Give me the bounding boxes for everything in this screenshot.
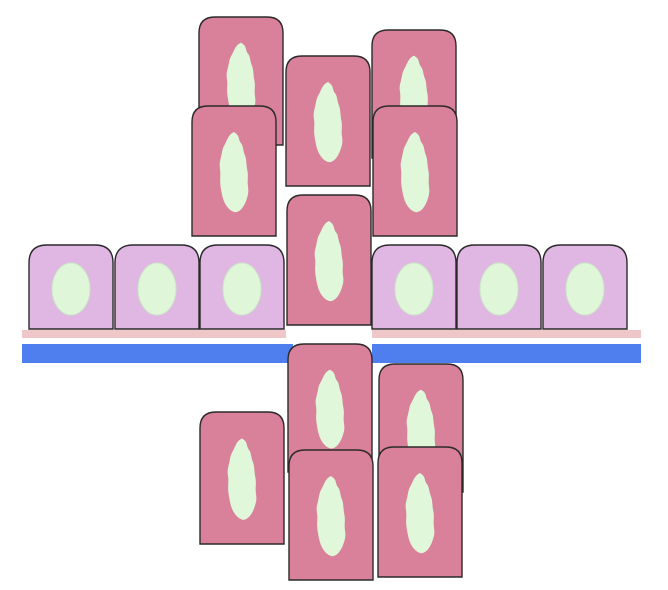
- flat-cell-3: [199, 244, 285, 330]
- tall-cell-nucleus: [219, 132, 249, 213]
- membrane-top-left: [22, 330, 286, 338]
- tall-cell-nucleus: [226, 42, 256, 122]
- tall-cell-nucleus: [405, 473, 435, 554]
- tall-cell-nucleus: [400, 132, 430, 213]
- flat-cell-nucleus: [479, 262, 519, 316]
- tall-cell-lower-5: [377, 446, 463, 578]
- flat-cell-1: [28, 244, 114, 330]
- basement-membrane: [22, 330, 641, 363]
- tall-cell-upper-5: [372, 105, 458, 237]
- flat-cell-5: [456, 244, 542, 330]
- tall-cell-lower-3: [199, 411, 285, 545]
- lower-tall-cell-cluster: [199, 343, 464, 581]
- membrane-bottom-right: [372, 344, 641, 363]
- upper-tall-cell-cluster: [191, 16, 458, 326]
- flat-cell-nucleus: [565, 262, 605, 316]
- flat-cell-4: [371, 244, 457, 330]
- flat-cell-nucleus: [51, 262, 91, 316]
- tall-cell-upper-6: [286, 194, 372, 326]
- tall-cell-upper-4: [191, 105, 277, 237]
- tall-cell-nucleus: [313, 82, 343, 163]
- tall-cell-nucleus: [315, 369, 345, 449]
- tall-cell-lower-4: [288, 449, 374, 581]
- membrane-top-right: [372, 330, 641, 338]
- flat-cell-nucleus: [394, 262, 434, 316]
- flat-cell-nucleus: [222, 262, 262, 316]
- flat-cell-nucleus: [137, 262, 177, 316]
- flat-cell-6: [542, 244, 628, 330]
- flat-cell-2: [114, 244, 200, 330]
- tall-cell-upper-3: [285, 55, 371, 187]
- tall-cell-nucleus: [227, 438, 257, 520]
- flat-cell-layer: [28, 244, 628, 330]
- tall-cell-nucleus: [314, 221, 344, 302]
- tall-cell-lower-1: [287, 343, 373, 473]
- tall-cell-nucleus: [316, 476, 346, 557]
- membrane-bottom-left: [22, 344, 293, 363]
